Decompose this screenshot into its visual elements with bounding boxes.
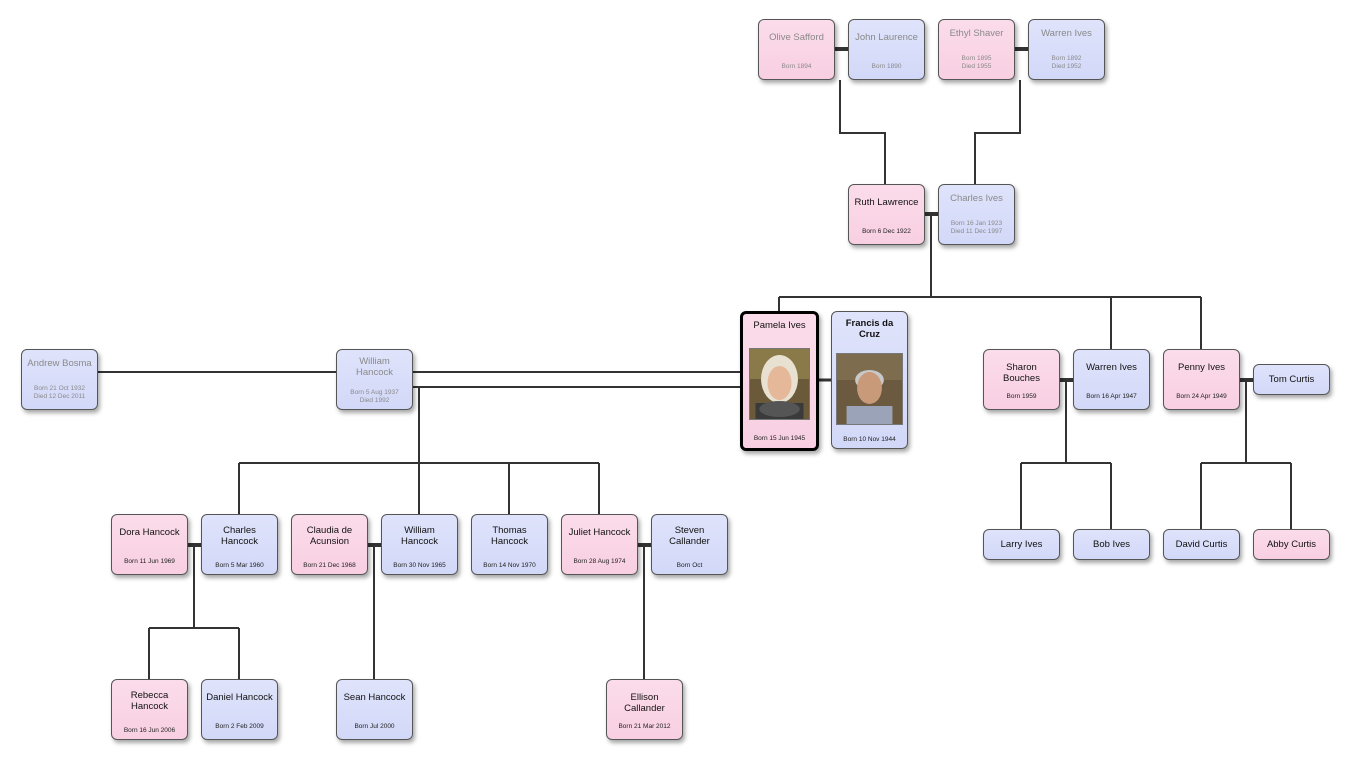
- person-card-pamela-ives[interactable]: Pamela Ives Born 15 Jun 1945: [740, 311, 819, 451]
- person-born: Born 21 Dec 1968: [292, 562, 367, 570]
- person-name: Rebecca Hancock: [112, 690, 187, 712]
- person-name: William Hancock: [337, 356, 412, 378]
- person-name: Thomas Hancock: [472, 525, 547, 547]
- person-card-tom-curtis[interactable]: Tom Curtis: [1253, 364, 1330, 395]
- person-name: Abby Curtis: [1254, 539, 1329, 550]
- person-card-sean-hancock[interactable]: Sean Hancock Born Jul 2000: [336, 679, 413, 740]
- person-card-daniel-hancock[interactable]: Daniel Hancock Born 2 Feb 2009: [201, 679, 278, 740]
- person-born: Born Oct: [652, 562, 727, 570]
- person-card-dora-hancock[interactable]: Dora Hancock Born 11 Jun 1969: [111, 514, 188, 575]
- person-born: Born 1890: [849, 63, 924, 71]
- person-name: Tom Curtis: [1254, 374, 1329, 385]
- person-name: David Curtis: [1164, 539, 1239, 550]
- person-name: Ellison Callander: [607, 692, 682, 714]
- person-name: Bob Ives: [1074, 539, 1149, 550]
- person-name: Charles Ives: [939, 193, 1014, 204]
- person-died: Died 1952: [1029, 63, 1104, 71]
- person-name: John Laurence: [849, 32, 924, 43]
- person-card-william-hancock-jr[interactable]: William Hancock Born 30 Nov 1965: [381, 514, 458, 575]
- person-born: Born 16 Jun 2006: [112, 727, 187, 735]
- person-card-rebecca-hancock[interactable]: Rebecca Hancock Born 16 Jun 2006: [111, 679, 188, 740]
- person-name: Juliet Hancock: [562, 527, 637, 538]
- person-name: Claudia de Acunsion: [292, 525, 367, 547]
- person-card-andrew-bosma[interactable]: Andrew Bosma Born 21 Oct 1932 Died 12 De…: [21, 349, 98, 410]
- person-name: Andrew Bosma: [22, 358, 97, 369]
- person-born: Born 24 Apr 1949: [1164, 393, 1239, 401]
- person-born: Born 15 Jun 1945: [743, 435, 816, 443]
- person-photo: [836, 353, 903, 425]
- person-name: Olive Safford: [759, 32, 834, 43]
- person-name: Francis da Cruz: [832, 318, 907, 340]
- person-born: Born 28 Aug 1974: [562, 558, 637, 566]
- person-born: Born 16 Jan 1923: [939, 220, 1014, 228]
- person-card-charles-ives[interactable]: Charles Ives Born 16 Jan 1923 Died 11 De…: [938, 184, 1015, 245]
- person-name: Ruth Lawrence: [849, 197, 924, 208]
- person-name: Dora Hancock: [112, 527, 187, 538]
- person-born: Born 1894: [759, 63, 834, 71]
- person-card-warren-ives[interactable]: Warren Ives Born 16 Apr 1947: [1073, 349, 1150, 410]
- person-name: Pamela Ives: [743, 320, 816, 331]
- person-died: Died 1955: [939, 63, 1014, 71]
- person-photo: [749, 348, 810, 420]
- person-card-charles-hancock[interactable]: Charles Hancock Born 5 Mar 1960: [201, 514, 278, 575]
- person-born: Born 14 Nov 1970: [472, 562, 547, 570]
- person-born: Born 6 Dec 1922: [849, 228, 924, 236]
- person-card-steven-callander[interactable]: Steven Callander Born Oct: [651, 514, 728, 575]
- person-died: Died 1992: [337, 397, 412, 405]
- person-born: Born 1892: [1029, 55, 1104, 63]
- person-name: Charles Hancock: [202, 525, 277, 547]
- person-born: Born 10 Nov 1944: [832, 436, 907, 444]
- person-card-juliet-hancock[interactable]: Juliet Hancock Born 28 Aug 1974: [561, 514, 638, 575]
- person-name: Ethyl Shaver: [939, 28, 1014, 39]
- person-card-abby-curtis[interactable]: Abby Curtis: [1253, 529, 1330, 560]
- person-born: Born 1959: [984, 393, 1059, 401]
- person-card-bob-ives[interactable]: Bob Ives: [1073, 529, 1150, 560]
- person-card-claudia-de-acunsion[interactable]: Claudia de Acunsion Born 21 Dec 1968: [291, 514, 368, 575]
- person-died: Died 11 Dec 1997: [939, 228, 1014, 236]
- person-born: Born Jul 2000: [337, 723, 412, 731]
- person-name: Larry Ives: [984, 539, 1059, 550]
- person-name: Daniel Hancock: [202, 692, 277, 703]
- person-born: Born 16 Apr 1947: [1074, 393, 1149, 401]
- person-card-david-curtis[interactable]: David Curtis: [1163, 529, 1240, 560]
- person-card-sharon-bouches[interactable]: Sharon Bouches Born 1959: [983, 349, 1060, 410]
- person-card-olive-safford[interactable]: Olive Safford Born 1894: [758, 19, 835, 80]
- person-born: Born 2 Feb 2009: [202, 723, 277, 731]
- person-born: Born 1895: [939, 55, 1014, 63]
- person-born: Born 5 Aug 1937: [337, 389, 412, 397]
- person-card-william-hancock[interactable]: William Hancock Born 5 Aug 1937 Died 199…: [336, 349, 413, 410]
- person-card-ethyl-shaver[interactable]: Ethyl Shaver Born 1895 Died 1955: [938, 19, 1015, 80]
- person-card-warren-ives-sr[interactable]: Warren Ives Born 1892 Died 1952: [1028, 19, 1105, 80]
- person-born: Born 30 Nov 1965: [382, 562, 457, 570]
- person-card-thomas-hancock[interactable]: Thomas Hancock Born 14 Nov 1970: [471, 514, 548, 575]
- person-died: Died 12 Dec 2011: [22, 393, 97, 401]
- person-name: Warren Ives: [1029, 28, 1104, 39]
- person-name: William Hancock: [382, 525, 457, 547]
- person-card-larry-ives[interactable]: Larry Ives: [983, 529, 1060, 560]
- person-card-penny-ives[interactable]: Penny Ives Born 24 Apr 1949: [1163, 349, 1240, 410]
- person-born: Born 21 Mar 2012: [607, 723, 682, 731]
- person-name: Sean Hancock: [337, 692, 412, 703]
- person-card-francis-da-cruz[interactable]: Francis da Cruz Born 10 Nov 1944: [831, 311, 908, 449]
- person-card-john-laurence[interactable]: John Laurence Born 1890: [848, 19, 925, 80]
- person-card-ellison-callander[interactable]: Ellison Callander Born 21 Mar 2012: [606, 679, 683, 740]
- person-born: Born 11 Jun 1969: [112, 558, 187, 566]
- person-born: Born 5 Mar 1960: [202, 562, 277, 570]
- person-name: Penny Ives: [1164, 362, 1239, 373]
- person-card-ruth-lawrence[interactable]: Ruth Lawrence Born 6 Dec 1922: [848, 184, 925, 245]
- person-name: Steven Callander: [652, 525, 727, 547]
- person-name: Warren Ives: [1074, 362, 1149, 373]
- person-name: Sharon Bouches: [984, 362, 1059, 384]
- person-born: Born 21 Oct 1932: [22, 385, 97, 393]
